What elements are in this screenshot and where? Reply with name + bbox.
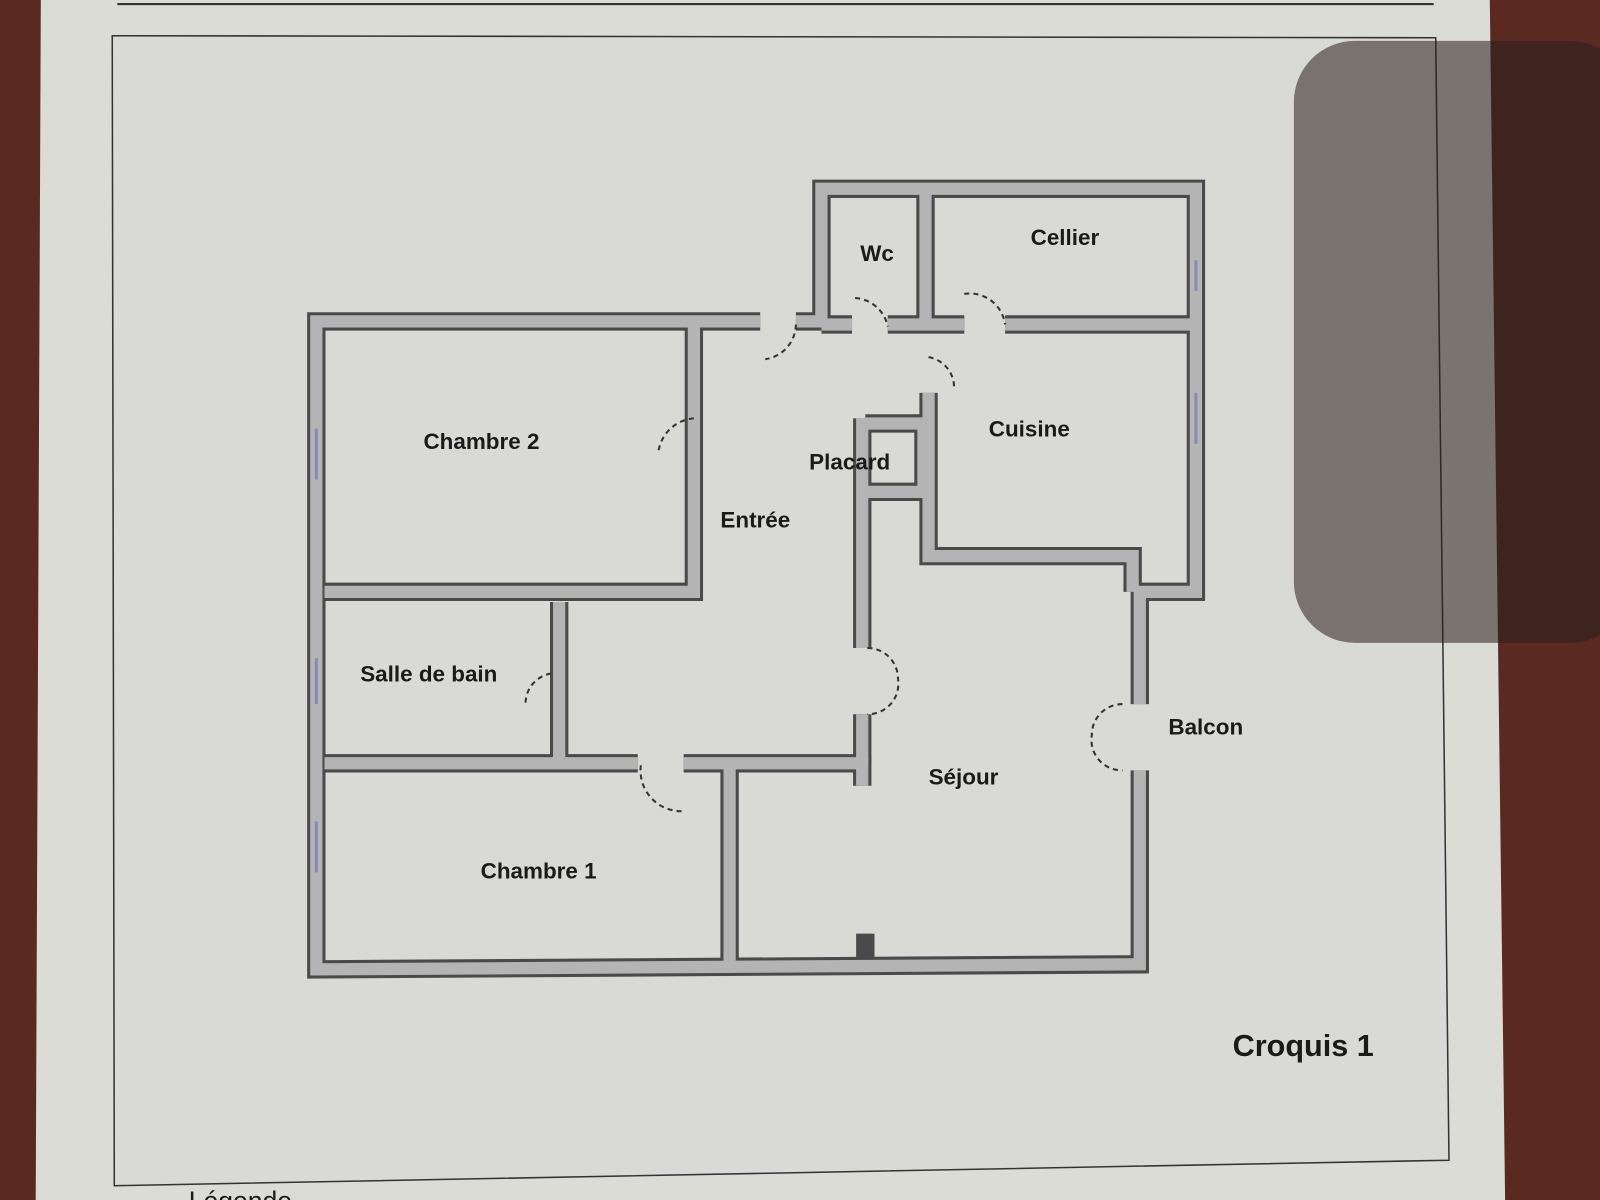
shadow [1293,40,1600,643]
room-label-cellier: Cellier [1031,225,1100,250]
room-label-chambre-2: Chambre 2 [423,429,539,454]
room-labels: Wc Cellier Chambre 2 Placard Cuisine Ent… [360,225,1243,884]
room-label-wc: Wc [860,241,894,266]
room-label-balcon: Balcon [1168,715,1243,740]
room-label-placard: Placard [809,449,890,474]
windows [314,260,1198,873]
room-label-cuisine: Cuisine [989,417,1070,442]
doors [524,292,1123,813]
room-label-salle-de-bain: Salle de bain [360,662,497,687]
room-label-chambre-1: Chambre 1 [481,859,597,884]
diagram-title: Croquis 1 [1233,1029,1374,1063]
legend-heading: Légende [189,1186,292,1200]
room-label-sejour: Séjour [929,765,999,790]
room-label-entree: Entrée [720,508,790,533]
walls [307,179,1206,979]
